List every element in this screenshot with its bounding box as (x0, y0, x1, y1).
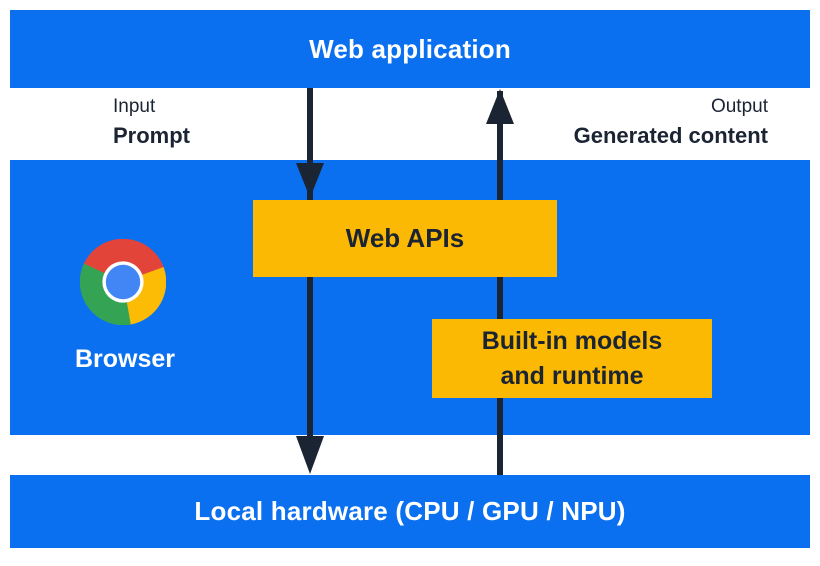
input-title: Input (113, 96, 156, 117)
web-application-bar: Web application (10, 10, 810, 88)
input-value-prompt: Prompt (113, 123, 190, 148)
web-application-label: Web application (309, 33, 511, 64)
web-apis-label: Web APIs (345, 223, 465, 253)
output-value-generated-content: Generated content (573, 123, 768, 148)
chrome-green-segment (80, 263, 131, 325)
chrome-blue-center (105, 264, 141, 300)
output-label-block: Output Generated content (574, 96, 768, 149)
chrome-red-segment (83, 239, 164, 283)
builtin-models-box: Built-in models and runtime (432, 319, 712, 398)
builtin-models-line1: Built-in models (481, 326, 663, 355)
local-hardware-bar: Local hardware (CPU / GPU / NPU) (10, 475, 810, 548)
browser-label: Browser (74, 345, 176, 373)
web-apis-box: Web APIs (253, 200, 557, 277)
output-title: Output (710, 96, 768, 117)
builtin-models-line2: and runtime (500, 361, 644, 390)
input-label-block: Input Prompt (113, 96, 190, 149)
local-hardware-label: Local hardware (CPU / GPU / NPU) (194, 496, 626, 526)
chrome-logo-icon (80, 239, 166, 325)
